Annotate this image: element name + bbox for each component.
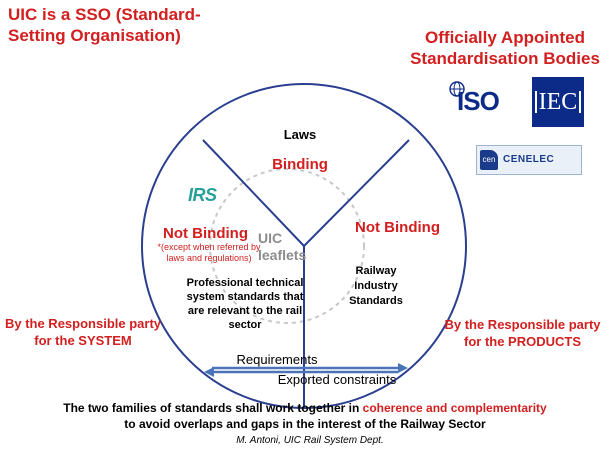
footer-line2: to avoid overlaps and gaps in the intere… <box>124 417 486 431</box>
not-binding-left-note: *(except when referred by laws and regul… <box>157 242 261 263</box>
author-credit: M. Antoni, UIC Rail System Dept. <box>236 435 384 446</box>
responsible-system-label: By the Responsible party for the SYSTEM <box>4 316 162 348</box>
iec-logo: IEC <box>532 77 584 127</box>
divider-right <box>303 139 410 247</box>
railway-standards-label: Railway Industry Standards <box>349 265 403 307</box>
not-binding-left-label: Not Binding <box>163 225 248 242</box>
cenelec-logo-text: CENELEC <box>503 154 555 165</box>
iso-logo-icon <box>449 81 465 97</box>
iso-logo-text: ISO <box>457 86 500 116</box>
iso-logo: ISO <box>445 78 507 126</box>
cen-logo-icon: cen <box>480 150 498 170</box>
professional-standards-label: Professional technical system standards … <box>186 277 304 331</box>
footer-line1-a: The two families of standards shall work… <box>63 401 363 415</box>
responsible-products-label: By the Responsible party for the PRODUCT… <box>444 317 601 349</box>
uic-leaflets-dashed-circle <box>209 168 365 324</box>
laws-label: Laws <box>283 127 317 142</box>
footer-line1-b: coherence and complementarity <box>362 401 547 415</box>
requirements-arrowhead <box>398 363 408 373</box>
cenelec-logo: cen CENELEC <box>476 145 582 175</box>
title-left: UIC is a SSO (Standard-Setting Organisat… <box>8 5 201 45</box>
uic-leaflets-label: UIC leaflets <box>258 230 307 263</box>
binding-label: Binding <box>272 156 328 173</box>
footer-text: The two families of standards shall work… <box>20 400 590 432</box>
requirements-label: Requirements <box>236 352 318 367</box>
exported-arrowhead <box>204 367 214 377</box>
exported-constraints-label: Exported constraints <box>277 372 397 387</box>
iec-logo-text: IEC <box>534 90 582 114</box>
divider-left <box>202 139 305 247</box>
irs-logo: IRS <box>188 185 217 205</box>
not-binding-right-label: Not Binding <box>355 219 440 236</box>
title-right: Officially Appointed Standardisation Bod… <box>410 28 600 68</box>
